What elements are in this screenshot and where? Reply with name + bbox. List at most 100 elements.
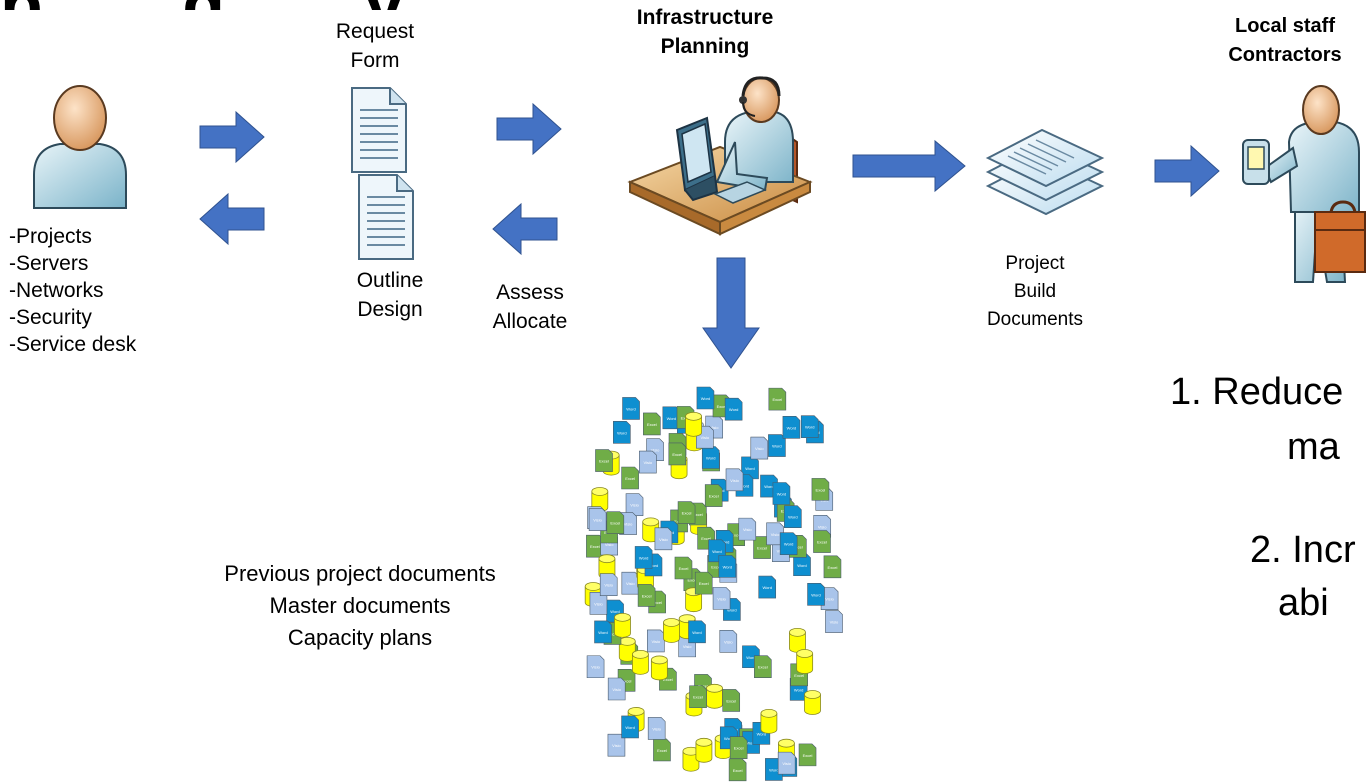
word-file-icon: Word	[782, 416, 801, 439]
svg-text:Word: Word	[598, 630, 607, 635]
excel-file-icon: Excel	[643, 412, 661, 436]
arrow-right-icon	[852, 139, 966, 193]
svg-text:Visio: Visio	[630, 503, 639, 508]
word-file-icon: Word	[784, 505, 802, 529]
svg-text:Word: Word	[811, 592, 820, 597]
visio-file-icon: Visio	[625, 493, 644, 517]
svg-text:Word: Word	[727, 607, 736, 612]
svg-text:Excel: Excel	[726, 698, 736, 703]
svg-text:Word: Word	[649, 563, 658, 568]
excel-file-icon: Excel	[668, 442, 687, 466]
svg-text:Visio: Visio	[755, 446, 764, 451]
visio-file-icon: Visio	[588, 508, 607, 531]
svg-text:Excel: Excel	[758, 665, 768, 670]
svg-text:Excel: Excel	[757, 546, 767, 551]
visio-file-icon: Visio	[654, 527, 673, 551]
visio-file-icon: Visio	[647, 629, 665, 653]
svg-text:Excel: Excel	[647, 422, 657, 427]
excel-file-icon: Excel	[653, 738, 671, 762]
visio-file-icon: Visio	[820, 587, 839, 610]
visio-file-icon: Visio	[725, 468, 744, 492]
svg-text:Word: Word	[724, 736, 733, 741]
svg-text:Visio: Visio	[644, 460, 653, 465]
svg-text:Excel: Excel	[682, 511, 692, 516]
database-icon	[706, 683, 723, 709]
excel-file-icon: Excel	[677, 501, 696, 524]
arrow-right-icon	[1154, 144, 1220, 198]
svg-text:Visio: Visio	[651, 448, 660, 453]
svg-text:Excel: Excel	[701, 536, 711, 541]
word-file-icon: Word	[807, 582, 825, 606]
excel-file-icon: Excel	[595, 449, 613, 472]
svg-text:Excel: Excel	[699, 581, 709, 586]
word-file-icon: Word	[688, 620, 706, 644]
word-file-icon: Word	[768, 434, 786, 457]
svg-text:Excel: Excel	[642, 593, 652, 598]
document-icon	[358, 174, 414, 260]
benefit-1-cont: ma	[1287, 426, 1340, 468]
visio-file-icon: Visio	[750, 436, 769, 460]
svg-text:Excel: Excel	[793, 544, 803, 549]
svg-text:Visio: Visio	[683, 644, 692, 649]
word-file-icon: Word	[622, 397, 640, 420]
list-item: -Security	[9, 306, 92, 329]
document-pile-icon: WordExcelExcelWordVisioExcelVisioExcelEx…	[584, 386, 843, 782]
word-file-icon: Word	[779, 532, 798, 556]
benefit-2-cont: abi	[1278, 582, 1329, 624]
svg-text:Excel: Excel	[610, 521, 620, 526]
word-file-icon: Word	[724, 397, 743, 421]
svg-text:Word: Word	[772, 444, 781, 449]
svg-text:Excel: Excel	[709, 494, 719, 499]
svg-text:Visio: Visio	[626, 581, 635, 586]
svg-text:Visio: Visio	[730, 478, 739, 483]
database-icon	[685, 411, 702, 437]
word-file-icon: Word	[800, 415, 819, 438]
word-file-icon: Word	[772, 482, 791, 505]
archive-label: Previous project documents Master docume…	[224, 561, 496, 650]
svg-text:Word: Word	[794, 687, 803, 692]
svg-text:Excel: Excel	[599, 459, 609, 464]
svg-text:Excel: Excel	[794, 673, 804, 678]
svg-text:Visio: Visio	[782, 761, 791, 766]
svg-text:Visio: Visio	[825, 597, 834, 602]
database-icon	[663, 618, 680, 643]
visio-file-icon: Visio	[607, 733, 626, 757]
technician-icon	[1242, 85, 1366, 283]
word-file-icon: Word	[696, 386, 715, 410]
svg-text:Excel: Excel	[608, 631, 618, 636]
word-file-icon: Word	[701, 446, 720, 469]
svg-text:Visio: Visio	[701, 435, 710, 440]
excel-file-icon: Excel	[768, 387, 787, 411]
svg-text:Visio: Visio	[771, 532, 780, 537]
document-stack-icon	[985, 128, 1105, 216]
person-icon	[33, 85, 127, 209]
planner-at-desk-icon	[627, 76, 813, 236]
excel-file-icon: Excel	[694, 571, 713, 595]
svg-text:Word: Word	[720, 539, 729, 544]
svg-text:Excel: Excel	[772, 397, 782, 402]
svg-text:Excel: Excel	[687, 578, 697, 583]
word-file-icon: Word	[718, 555, 737, 578]
svg-text:Visio: Visio	[830, 620, 839, 625]
svg-text:Word: Word	[712, 549, 721, 554]
svg-text:Excel: Excel	[733, 768, 743, 773]
assess-allocate-label: Assess Allocate	[492, 281, 568, 333]
svg-text:Excel: Excel	[652, 600, 662, 605]
database-icon	[618, 636, 636, 662]
svg-text:Visio: Visio	[710, 425, 719, 430]
svg-text:Excel: Excel	[625, 476, 635, 481]
svg-text:Visio: Visio	[659, 537, 668, 542]
svg-text:Visio: Visio	[594, 601, 603, 606]
excel-file-icon: Excel	[674, 556, 693, 580]
svg-text:Word: Word	[746, 655, 755, 660]
arrow-left-icon	[492, 202, 558, 256]
svg-text:Visio: Visio	[604, 583, 613, 588]
svg-text:Word: Word	[762, 585, 771, 590]
database-icon	[804, 690, 821, 715]
svg-text:Excel: Excel	[657, 748, 667, 753]
excel-file-icon: Excel	[722, 689, 741, 712]
svg-text:Excel: Excel	[679, 566, 689, 571]
document-icon	[351, 87, 407, 173]
visio-file-icon: Visio	[712, 587, 731, 610]
database-icon	[695, 737, 713, 763]
